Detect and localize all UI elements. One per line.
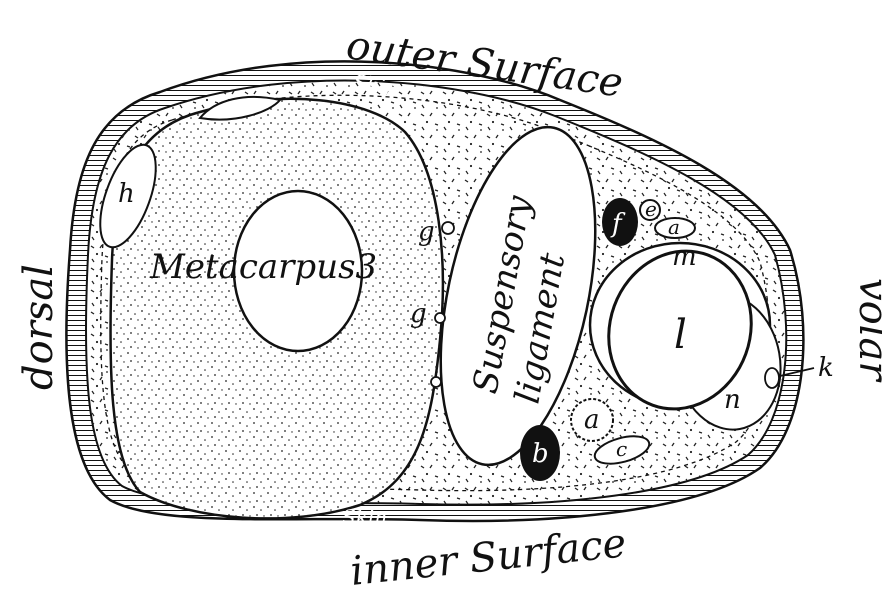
label-b: b xyxy=(532,439,549,469)
vessel-g-third xyxy=(431,377,441,387)
label-a-top: a xyxy=(668,215,680,239)
vessel-g-lower xyxy=(435,313,445,323)
label-l: l xyxy=(674,312,687,358)
label-h: h xyxy=(118,179,135,209)
label-volar: volar xyxy=(850,278,882,383)
label-dorsal: dorsal xyxy=(16,264,62,390)
vessel-g-upper xyxy=(442,222,454,234)
label-metacarpus: Metacarpus3 xyxy=(149,247,377,287)
label-skin-bottom: Skin xyxy=(342,505,387,529)
label-m: m xyxy=(672,242,697,272)
label-a-bottom: a xyxy=(584,405,600,435)
label-g-lower: g xyxy=(410,299,427,329)
label-g-upper: g xyxy=(418,217,435,247)
label-inner-surface: inner Surface xyxy=(348,520,628,595)
nerve-k xyxy=(765,368,779,388)
label-e: e xyxy=(645,197,657,221)
label-k: k xyxy=(818,353,834,383)
label-c: c xyxy=(616,437,627,461)
label-n: n xyxy=(724,385,741,415)
